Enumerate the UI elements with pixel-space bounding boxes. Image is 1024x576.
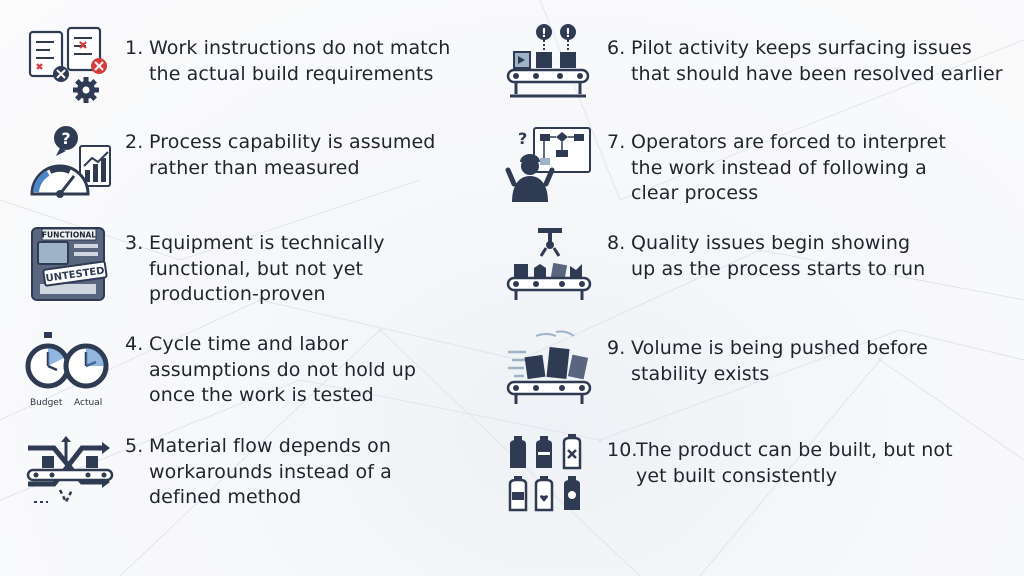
item-number: 9.	[607, 337, 626, 359]
gauge-question-chart-icon: ?	[26, 122, 114, 202]
item-text-line: once the work is tested	[149, 384, 374, 406]
item-text-line: stability exists	[631, 362, 770, 385]
item-text-line: production-proven	[149, 283, 326, 305]
functional-stamp-text: FUNCTIONAL	[42, 231, 96, 240]
svg-text:!: !	[541, 26, 546, 40]
item-text: Cycle time and labor assumptions do not …	[149, 332, 416, 409]
item-text-line: Work instructions do not match	[149, 37, 451, 59]
item-text-line: workarounds instead of a	[149, 460, 392, 483]
item-text: Work instructions do not match the actua…	[149, 36, 450, 87]
item-number: 7.	[607, 131, 626, 153]
item-number: 8.	[607, 232, 626, 254]
item-text-line: Pilot activity keeps surfacing issues	[631, 37, 972, 59]
item-number: 1.	[125, 37, 144, 59]
item-text-line: Material flow depends on	[149, 435, 392, 457]
machine-untested-icon: FUNCTIONAL UNTESTED	[28, 226, 116, 306]
item-text-line: assumptions do not hold up	[149, 358, 417, 381]
item-text-line: Equipment is technically	[149, 232, 385, 254]
item-text: Equipment is technically functional, but…	[149, 231, 385, 308]
item-number: 2.	[125, 131, 144, 153]
item-number: 3.	[125, 232, 144, 254]
svg-text:?: ?	[61, 129, 70, 148]
item-text-line: functional, but not yet	[149, 257, 364, 280]
item-number: 5.	[125, 435, 144, 457]
item-text-line: the work instead of following a	[631, 156, 927, 179]
item-text-line: yet built consistently	[636, 464, 838, 487]
item-text-line: clear process	[631, 182, 759, 204]
item-text-line: that should have been resolved earlier	[631, 62, 1003, 85]
item-text-line: the actual build requirements	[149, 62, 434, 85]
svg-text:?: ?	[518, 129, 527, 148]
item-text: Operators are forced to interpret the wo…	[631, 130, 946, 207]
item-text-line: The product can be built, but not	[636, 439, 953, 461]
inconsistent-bottles-icon	[508, 432, 596, 512]
item-text: The product can be built, but not yet bu…	[636, 438, 953, 489]
item-text-line: up as the process starts to run	[631, 257, 926, 280]
item-number: 4.	[125, 333, 144, 355]
item-text-line: Process capability is assumed	[149, 131, 436, 153]
conveyor-crossing-arrows-icon	[26, 434, 114, 514]
item-text-line: Cycle time and labor	[149, 333, 349, 355]
item-text: Pilot activity keeps surfacing issues th…	[631, 36, 1003, 87]
item-text-line: Volume is being pushed before	[631, 337, 928, 359]
speeding-conveyor-icon	[506, 330, 594, 410]
item-text: Volume is being pushed before stability …	[631, 336, 928, 387]
robot-arm-conveyor-icon	[506, 226, 594, 306]
item-number: 10.	[607, 439, 638, 461]
item-text-line: Operators are forced to interpret	[631, 131, 946, 153]
budget-label: Budget	[30, 398, 63, 408]
item-text: Quality issues begin showing up as the p…	[631, 231, 925, 282]
item-number: 6.	[607, 37, 626, 59]
documents-with-errors-gear-icon	[24, 26, 112, 106]
item-text: Process capability is assumed rather tha…	[149, 130, 435, 181]
conveyor-alert-icon: ! !	[506, 22, 594, 102]
item-text-line: Quality issues begin showing	[631, 232, 911, 254]
svg-text:!: !	[565, 26, 570, 40]
item-text-line: rather than measured	[149, 156, 360, 179]
confused-operator-flowchart-icon: ?	[505, 124, 594, 204]
actual-label: Actual	[74, 398, 102, 408]
item-text-line: defined method	[149, 486, 302, 508]
stopwatch-clock-icon: Budget Actual	[24, 330, 112, 410]
item-text: Material flow depends on workarounds ins…	[149, 434, 392, 511]
